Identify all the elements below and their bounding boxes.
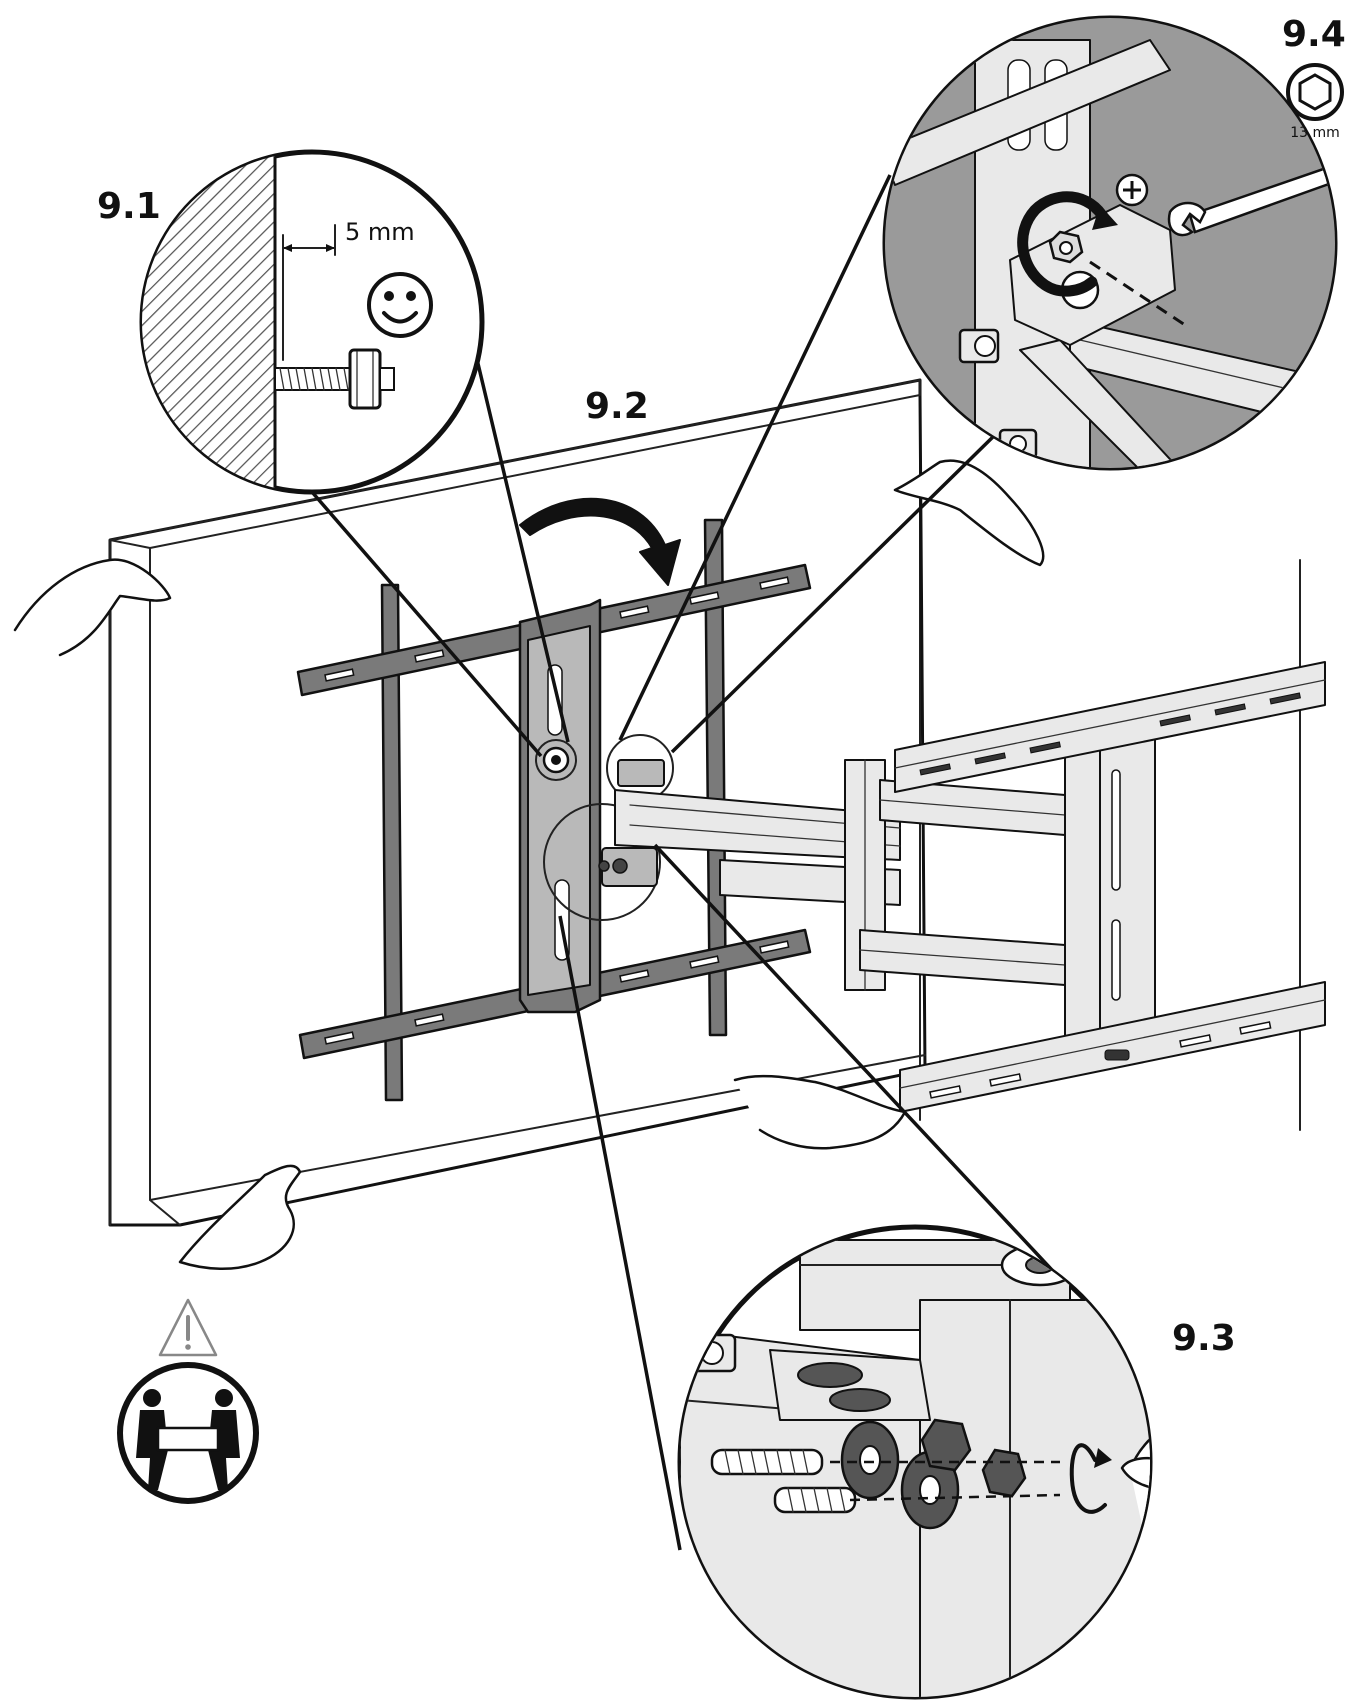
tv-bracket (296, 518, 812, 1102)
rotate-arrow-icon (519, 497, 681, 586)
plus-icon (1115, 173, 1149, 207)
threaded-stud-icon (710, 1448, 857, 1514)
bottom-rail-slots (929, 1021, 1272, 1099)
wrench-icon (1167, 163, 1335, 237)
tighten-nut-icon (1048, 230, 1084, 264)
gap-label: 5 mm (345, 218, 415, 246)
socket-size-label: 13 mm (1290, 125, 1340, 141)
top-rail-slots (919, 692, 1301, 776)
callout-lines (310, 174, 1082, 1551)
rail-slots (324, 576, 790, 1045)
smiley-icon (367, 272, 433, 338)
step-label-9-3: 9.3 (1172, 1318, 1236, 1359)
screw-icon (274, 348, 395, 410)
hex-socket-icon (1286, 63, 1344, 121)
step-label-9-4: 9.4 (1282, 14, 1346, 55)
two-person-lift-icon (117, 1362, 259, 1504)
warning-triangle-icon (158, 1298, 218, 1357)
wall-arm-assembly (614, 661, 1326, 1113)
detail-circle-9-4 (882, 15, 1338, 471)
clockwise-arrow-icon (1069, 1443, 1112, 1514)
step-label-9-1: 9.1 (97, 186, 161, 227)
gap-dimension (282, 224, 336, 361)
step-label-9-2: 9.2 (585, 386, 649, 427)
clockwise-arrow-icon (1017, 191, 1118, 297)
washer-icon (840, 1420, 960, 1530)
detail-circle-9-1: 5 mm (139, 149, 485, 495)
detail-circle-9-3 (677, 1224, 1153, 1700)
hands-holding-tv (13, 459, 1045, 1270)
nut-icon (920, 1418, 1027, 1498)
tool-9-4: 13 mm (1286, 63, 1344, 141)
